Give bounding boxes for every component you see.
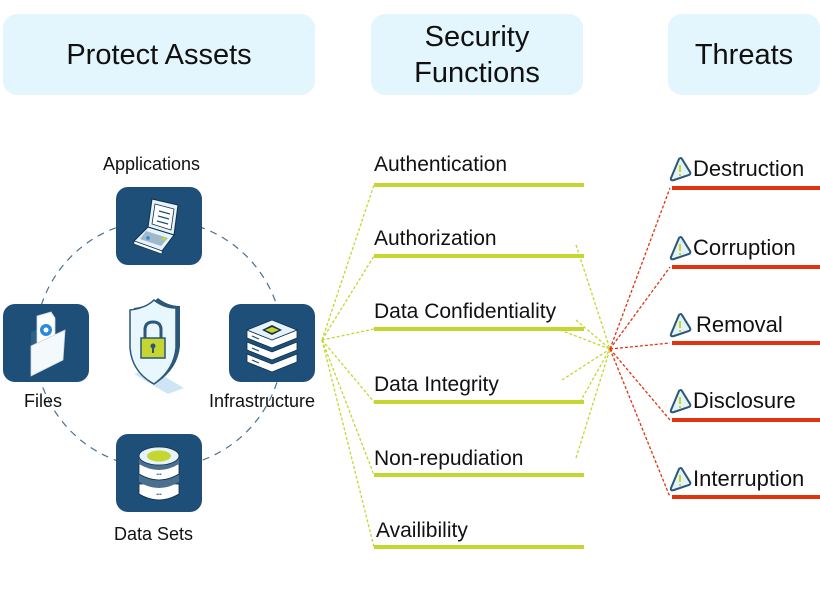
function-connector-line [321,255,375,341]
security-function-underline [374,327,584,331]
asset-tile-data-sets: ••• ••• [116,434,202,512]
function-threat-connector-line [559,329,611,350]
protect-assets-title: Protect Assets [66,38,252,71]
function-threat-connector-line [575,319,611,350]
security-function-underline [374,473,584,477]
security-functions-title-line1: Security [424,20,530,53]
threat-underline [672,265,820,269]
asset-label-files: Files [24,391,63,411]
asset-label-applications: Applications [103,154,201,174]
security-functions-title-line2: Functions [414,56,540,89]
threat-underline [672,186,820,190]
security-function-item: Availibility [374,518,584,549]
security-function-label: Data Integrity [374,373,499,396]
security-functions-header: Security Functions [371,14,583,95]
threat-connector-line [609,348,671,421]
function-threat-connector-line [579,348,611,403]
function-threat-connector-line [575,348,611,459]
function-connector-line [321,339,375,548]
function-connector-line [321,328,375,341]
warning-icon [669,389,692,414]
security-function-underline [374,545,584,549]
security-function-item: Authorization [374,226,584,258]
threat-underline [672,495,820,499]
asset-tile-files [3,304,89,382]
threat-underline [672,341,820,345]
security-function-underline [374,400,584,404]
threat-label: Corruption [693,235,796,260]
security-functions-title: Security Functions [414,19,540,91]
security-function-item: Authentication [374,152,584,187]
threat-connector-line [609,266,671,350]
security-function-label: Authorization [374,227,497,250]
security-function-item: Non-repudiation [374,446,584,477]
function-connectors [321,184,375,548]
threat-connector-line [609,348,671,498]
server-stack-icon [245,319,299,373]
shield-lock-icon [120,296,190,396]
threats-header: Threats [668,14,820,95]
threat-connector-line [609,187,671,350]
security-function-underline [374,254,584,258]
svg-text:•••: ••• [156,472,162,478]
asset-label-data-sets: Data Sets [114,524,194,544]
asset-tile-infrastructure [229,304,315,382]
function-threat-connector-line [561,348,611,381]
threat-connectors [609,187,671,498]
function-connector-line [321,339,375,403]
security-function-item: Data Confidentiality [374,299,584,331]
asset-label-infrastructure: Infrastructure [209,391,316,411]
security-function-label: Non-repudiation [374,447,524,470]
function-threat-connectors [559,244,611,459]
svg-text:•••: ••• [156,492,162,498]
warning-icon [669,236,692,261]
threat-connector-line [609,342,671,350]
function-connector-line [321,184,375,341]
database-icon: ••• ••• [138,446,180,501]
folder-file-icon [30,311,66,377]
security-function-label: Authentication [374,153,508,176]
threat-label: Disclosure [693,388,796,413]
threat-label: Removal [696,312,783,337]
function-connector-line [321,339,375,476]
threat-label: Interruption [693,466,805,491]
threats-title: Threats [694,38,794,71]
function-threat-connector-line [575,244,611,350]
warning-icon [669,313,692,338]
security-function-item: Data Integrity [374,372,584,404]
security-function-underline [374,183,584,187]
warning-icon [669,467,692,492]
security-function-label: Availibility [376,519,468,542]
threat-label: Destruction [693,156,805,181]
protect-assets-header: Protect Assets [3,14,315,95]
asset-tile-applications [116,187,202,265]
laptop-icon [133,198,179,255]
threat-underline [672,418,820,422]
warning-icon [669,157,692,182]
security-function-label: Data Confidentiality [374,300,557,323]
